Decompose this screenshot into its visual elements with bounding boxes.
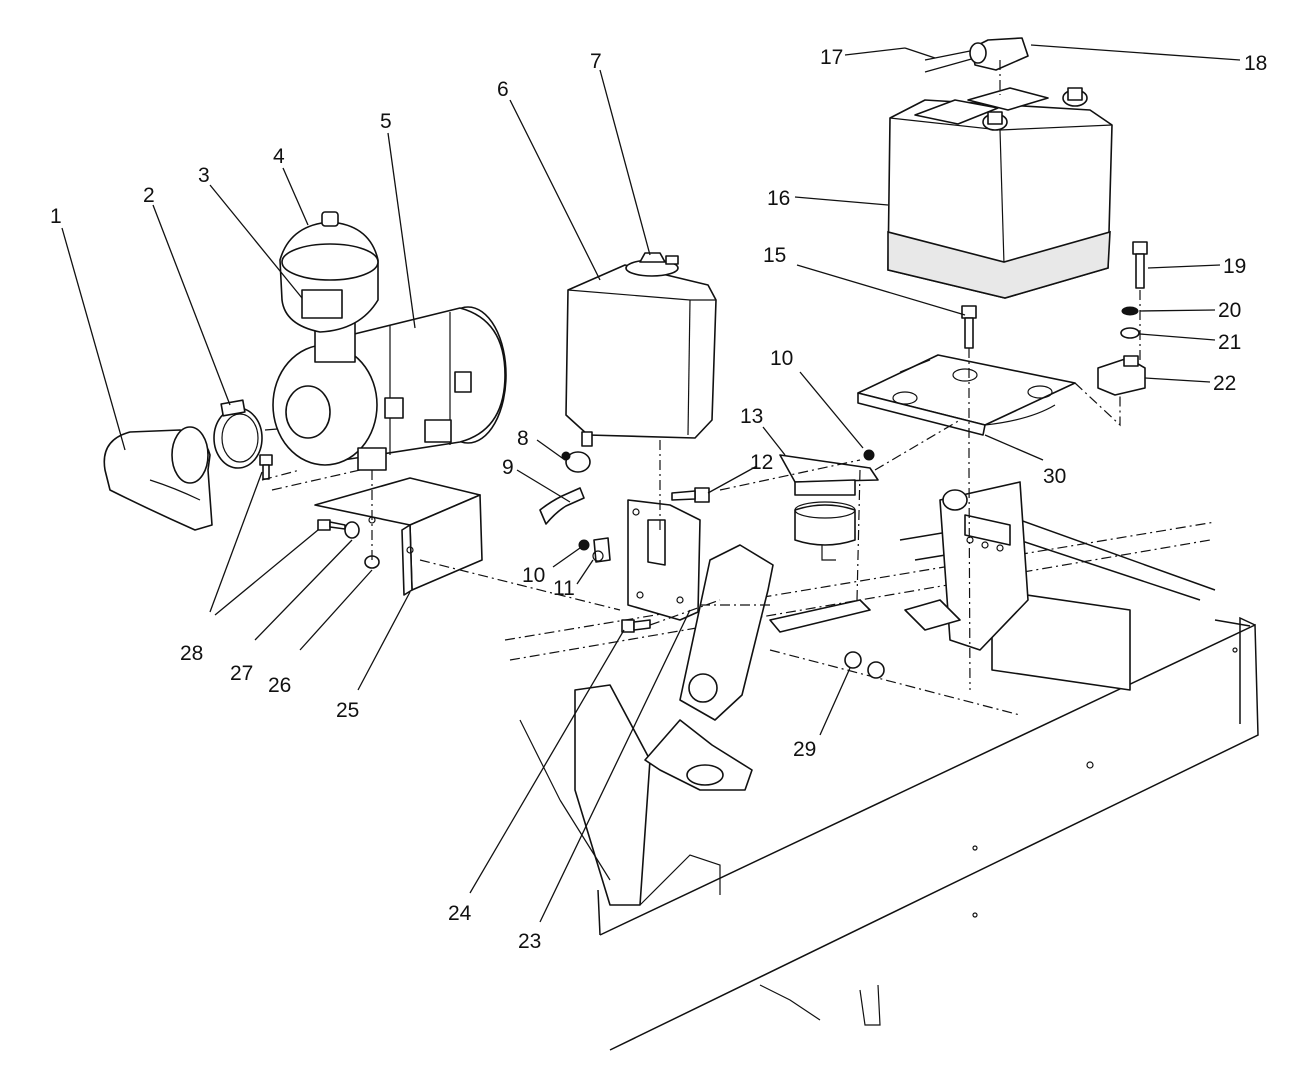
assembly-lines	[261, 60, 1141, 691]
callout-16: 16	[767, 187, 790, 210]
callout-labels: 1 2 3 4 5 6 7 8 9 10 11 12 13 10 15 16 1…	[50, 46, 1267, 953]
callout-24: 24	[448, 902, 472, 925]
part-8-elbow-fitting	[561, 451, 591, 473]
callout-23: 23	[518, 930, 541, 953]
leader-lines	[61, 44, 1241, 923]
callout-4: 4	[273, 145, 285, 168]
callout-7: 7	[590, 50, 602, 73]
callout-17: 17	[820, 46, 843, 69]
callout-5: 5	[380, 110, 392, 133]
callout-12: 12	[750, 451, 773, 474]
part-7-reservoir-cap	[639, 252, 679, 265]
callout-8: 8	[517, 427, 529, 450]
part-1-intake-hose	[103, 426, 213, 531]
callout-6: 6	[497, 78, 509, 101]
part-24-bolt	[621, 619, 651, 633]
part-5-air-cleaner	[272, 306, 507, 471]
callout-10-right: 10	[770, 347, 793, 370]
part-21-flat-washer	[1120, 327, 1140, 339]
part-15-bolt	[961, 305, 977, 349]
callout-1: 1	[50, 205, 62, 228]
support-bracket	[644, 544, 774, 791]
callout-27: 27	[230, 662, 253, 685]
part-12-bolt	[671, 487, 710, 503]
part-10-nut-b	[863, 449, 875, 461]
callout-30: 30	[1043, 465, 1066, 488]
part-28-bolt	[259, 454, 346, 531]
callout-20: 20	[1218, 299, 1241, 322]
callout-18: 18	[1244, 52, 1267, 75]
callout-11: 11	[553, 577, 575, 600]
engine-mount-plate	[904, 481, 1029, 651]
callout-22: 22	[1213, 372, 1236, 395]
callout-15: 15	[763, 244, 786, 267]
part-13-filter-bracket	[769, 454, 879, 633]
part-20-lock-washer	[1121, 306, 1139, 316]
part-17-battery-cable	[924, 49, 976, 73]
part-3-decal	[301, 289, 343, 319]
chassis-frame	[504, 519, 1259, 1051]
callout-29: 29	[793, 738, 816, 761]
callout-10-left: 10	[522, 564, 545, 587]
callout-2: 2	[143, 184, 155, 207]
part-18-cable-boot	[969, 37, 1029, 71]
part-27-washer	[344, 521, 360, 539]
part-22-hold-down-block	[1097, 355, 1146, 396]
part-9-overflow-hose	[539, 487, 585, 525]
part-29-nut	[844, 651, 885, 679]
part-6-coolant-reservoir	[565, 259, 717, 447]
callout-28: 28	[180, 642, 203, 665]
part-19-bolt	[1132, 241, 1148, 289]
callout-26: 26	[268, 674, 291, 697]
part-11-hose-clip	[592, 537, 611, 563]
part-30-battery-tray	[857, 354, 1076, 436]
part-2-hose-clamp	[213, 399, 291, 469]
part-10-nut-a	[578, 539, 590, 551]
part-23-reservoir-bracket	[627, 499, 701, 621]
part-16-battery	[887, 87, 1113, 299]
callout-21: 21	[1218, 331, 1241, 354]
callout-9: 9	[502, 456, 514, 479]
callout-25: 25	[336, 699, 359, 722]
callout-19: 19	[1223, 255, 1246, 278]
callout-3: 3	[198, 164, 210, 187]
callout-13: 13	[740, 405, 763, 428]
part-25-air-cleaner-bracket	[314, 477, 483, 596]
